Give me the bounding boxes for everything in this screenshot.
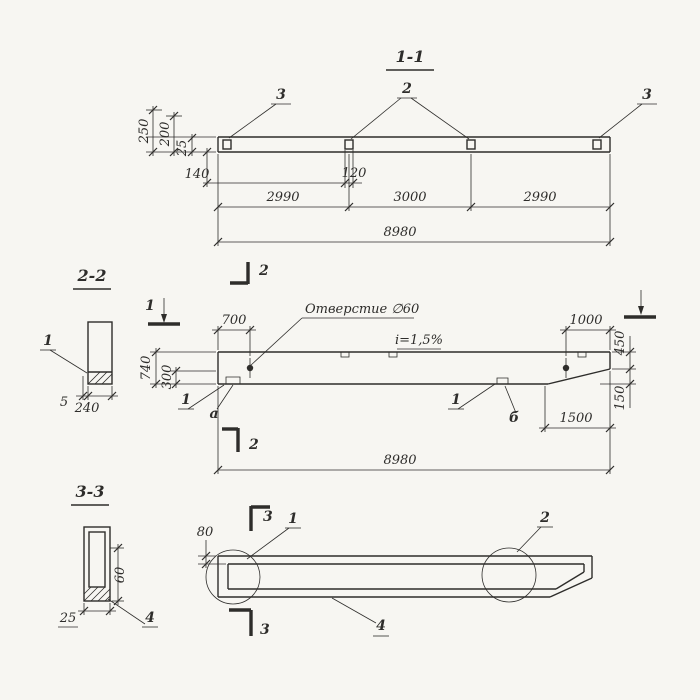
dim-5: 5	[60, 395, 68, 410]
beam-elevation-outline	[217, 351, 611, 385]
dim-300: 300	[160, 365, 175, 390]
view-1-1: 1-1 3 2 3	[137, 47, 657, 247]
view1-title: 1-1	[396, 47, 425, 66]
plan-callout-4: 4	[376, 618, 386, 634]
dim-140: 140	[185, 167, 210, 182]
dim-1500: 1500	[559, 411, 592, 426]
callout-1-left: 1	[181, 392, 191, 408]
dim-250: 250	[137, 119, 152, 145]
dim-80: 80	[197, 525, 214, 540]
callout-3-left: 3	[276, 87, 286, 103]
embed-plate	[592, 139, 602, 150]
dim-120: 120	[342, 166, 367, 181]
dim-740: 740	[139, 356, 154, 381]
elevation-view: 2 1	[139, 262, 656, 475]
section22-outline	[87, 321, 113, 385]
detail-circle-left	[205, 549, 261, 605]
embed-plate	[466, 139, 476, 150]
cut-marker-2-bottom: 2	[222, 427, 259, 453]
embed-plate	[222, 139, 232, 150]
section22-title: 2-2	[77, 266, 107, 285]
dim-3000: 3000	[393, 190, 426, 205]
dim-200: 200	[158, 122, 173, 148]
dim-1000: 1000	[569, 313, 602, 328]
dim-60: 60	[113, 567, 128, 584]
callout-a: а	[209, 406, 218, 422]
slope-label: i=1,5%	[395, 333, 443, 348]
detail-circle-right	[481, 547, 537, 603]
section33-title: 3-3	[76, 482, 105, 501]
plan-callout-2: 2	[539, 510, 550, 526]
dim-450: 450	[613, 331, 628, 357]
section33-callout-4: 4	[145, 610, 155, 626]
dim-240: 240	[74, 401, 100, 416]
marker-2-bottom-label: 2	[248, 437, 259, 453]
dim-8980-elevation: 8980	[383, 453, 416, 468]
beam-plan-outline	[217, 555, 593, 598]
plan-view: 3 1 80 2	[197, 505, 593, 638]
section22-callout-1: 1	[43, 333, 53, 349]
section-2-2: 2-2 1 5 240	[40, 266, 118, 416]
callout-1-mid: 1	[451, 392, 461, 408]
cut-marker-1-right	[624, 290, 656, 319]
cut-marker-3-bottom: 3	[229, 608, 270, 638]
section33-inner	[88, 531, 106, 588]
cut-marker-2-top: 2	[230, 262, 269, 285]
marker-2-top-label: 2	[258, 263, 269, 279]
marker-3-top-label: 3	[263, 509, 273, 525]
marker-1-left-label: 1	[145, 298, 155, 314]
callout-2-mid: 2	[401, 81, 412, 97]
section33-outer	[83, 526, 111, 602]
dim-150: 150	[613, 386, 628, 411]
dim-25: 25	[175, 140, 190, 158]
embed-plate	[344, 139, 354, 150]
dim-25-section33: 25	[59, 611, 77, 626]
cut-marker-1-left: 1	[145, 298, 180, 326]
dim-2990-left: 2990	[265, 190, 299, 205]
hole-note: Отверстие ∅60	[305, 302, 419, 317]
section-3-3: 3-3 60 25 4	[58, 482, 158, 628]
dim-8980-top: 8980	[383, 225, 416, 240]
beam-section-outline	[217, 136, 611, 153]
plan-callout-1: 1	[288, 511, 298, 527]
callout-b: б	[509, 410, 519, 426]
cut-marker-3-top: 3	[249, 505, 273, 531]
callout-3-right: 3	[642, 87, 652, 103]
dim-2990-right: 2990	[522, 190, 556, 205]
dim-700: 700	[222, 313, 247, 328]
marker-3-bottom-label: 3	[260, 622, 270, 638]
